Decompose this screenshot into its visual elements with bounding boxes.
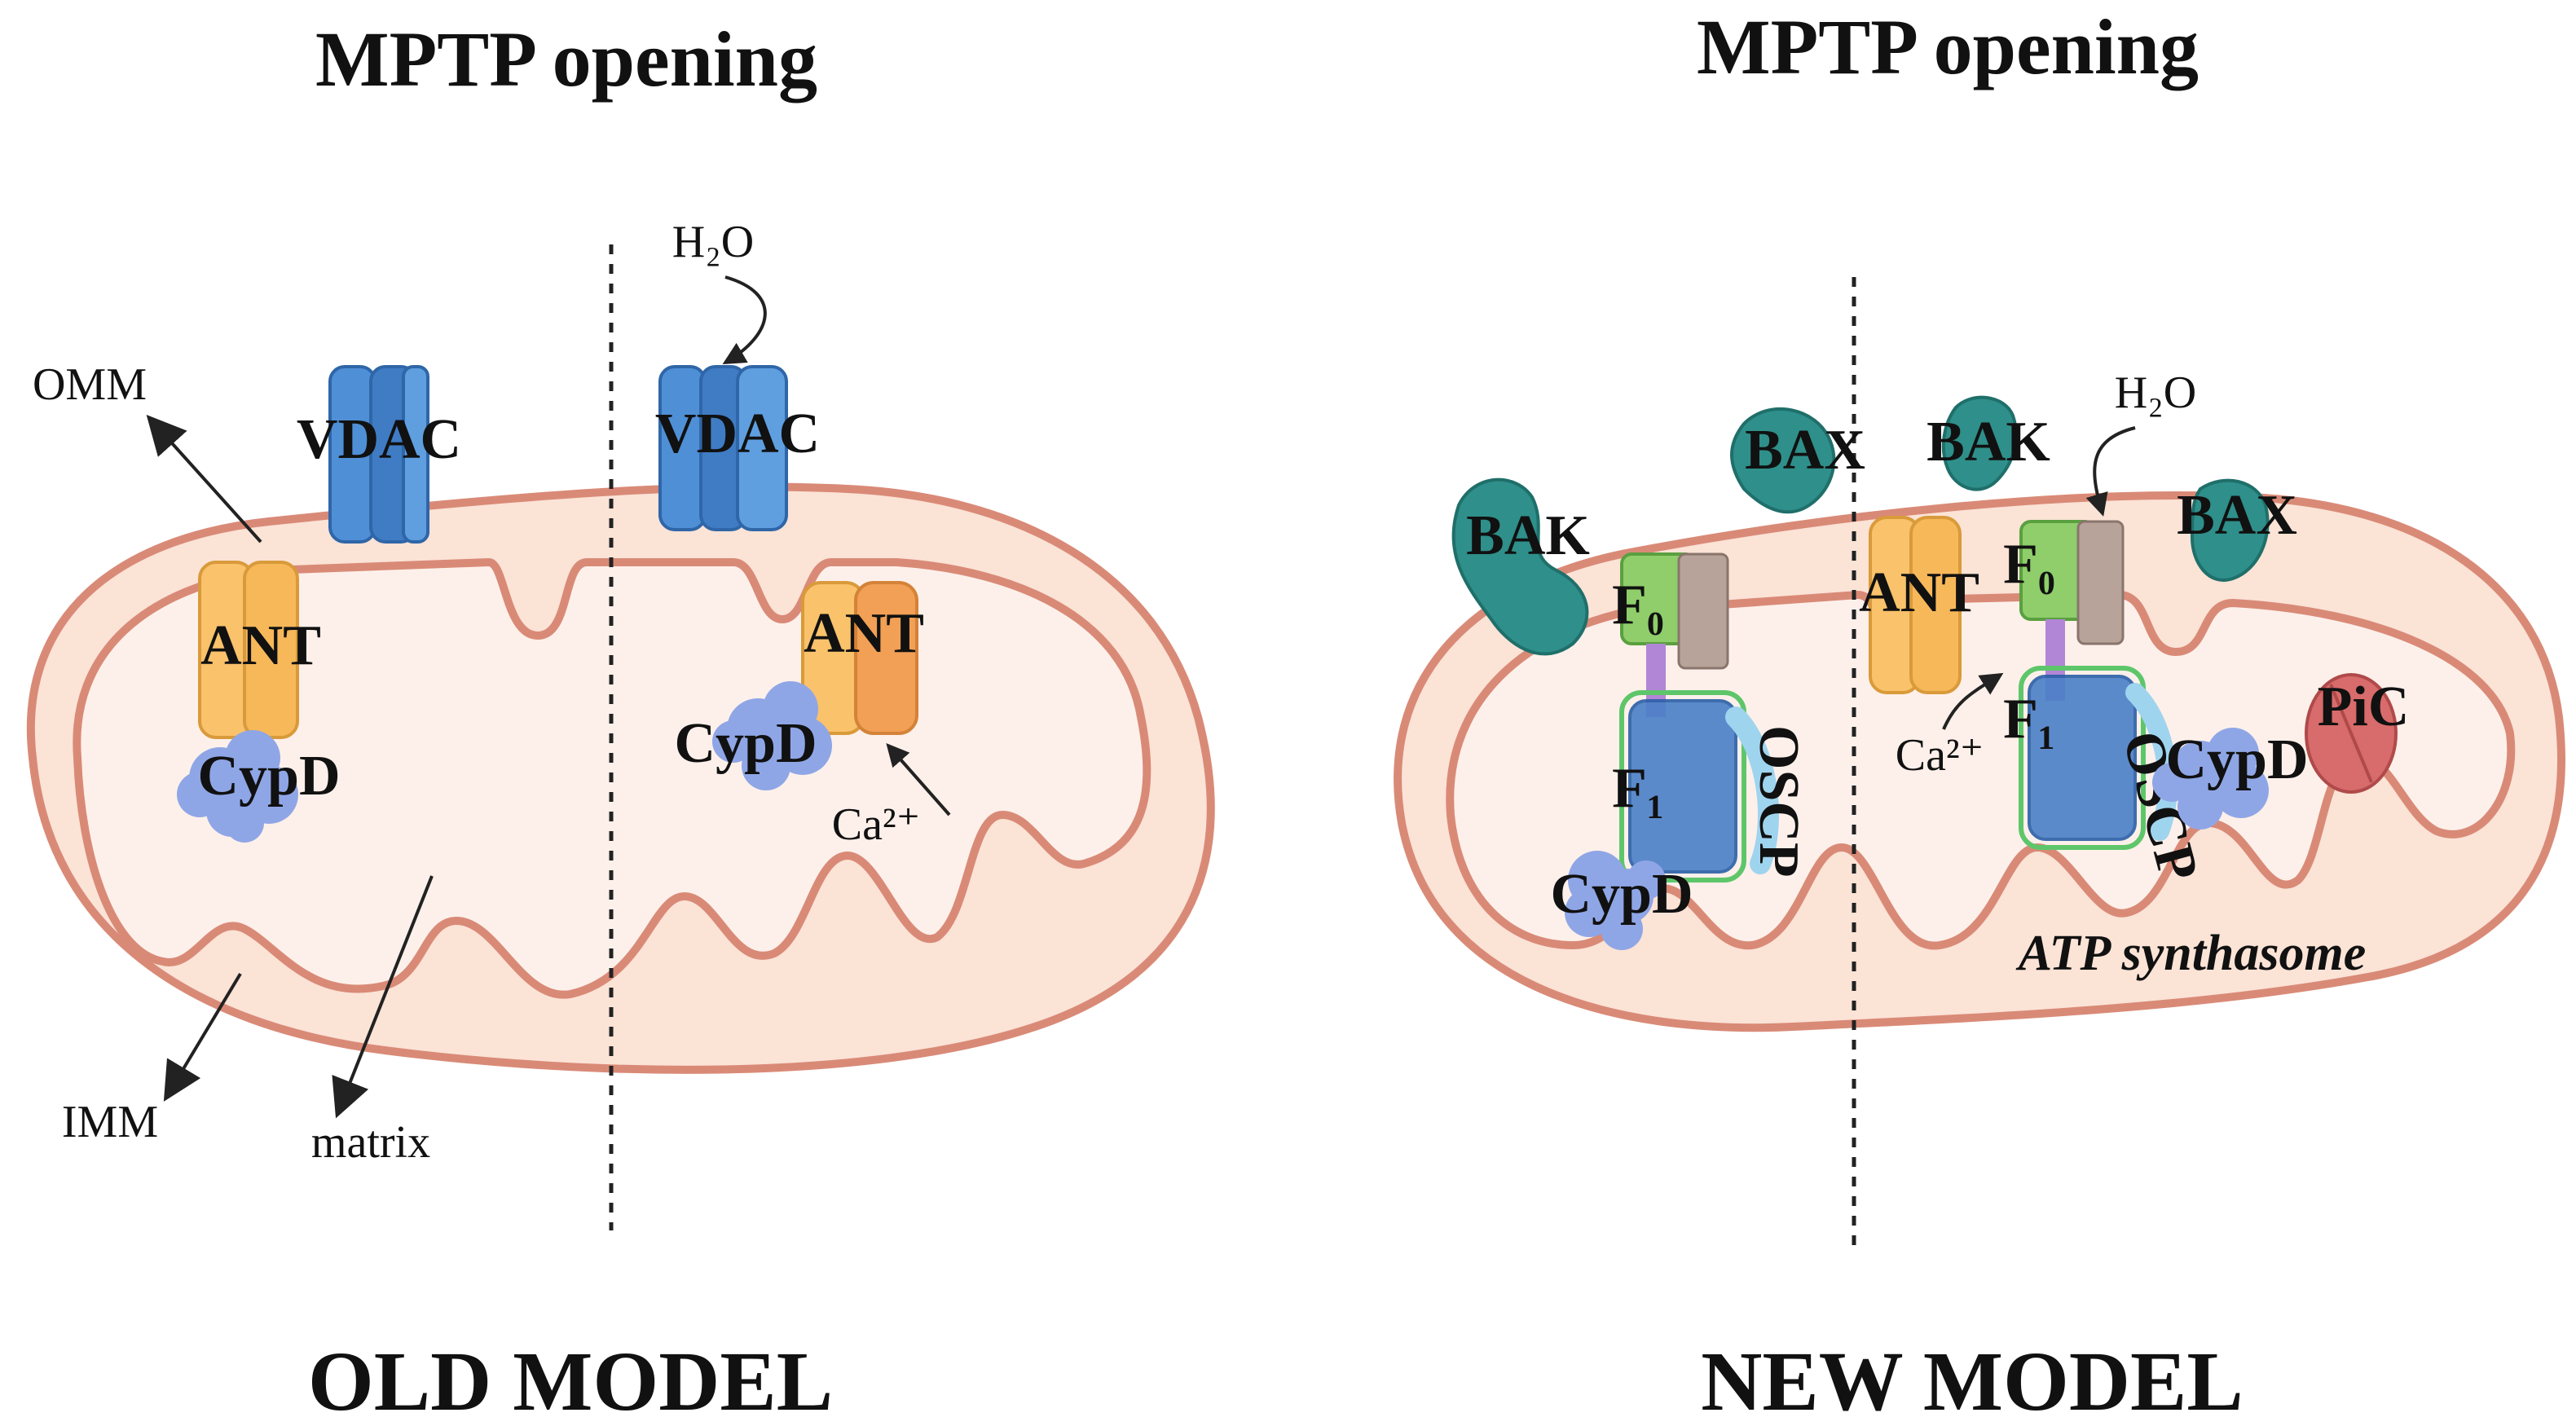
cypd-new-right-label: CypD — [2165, 728, 2308, 791]
new-model-title: MPTP opening — [1697, 3, 2199, 90]
ant-left-label: ANT — [200, 614, 321, 677]
omm-label: OMM — [33, 359, 147, 410]
ant-new-label: ANT — [1859, 561, 1979, 624]
cypd-protein-icon — [177, 730, 298, 843]
atp-synthase-icon — [1619, 552, 1779, 882]
old-model-footer: OLD MODEL — [308, 1335, 833, 1426]
water-arrow-old — [722, 275, 767, 365]
new-model-footer: NEW MODEL — [1701, 1335, 2244, 1426]
cypd-protein-icon — [2152, 728, 2269, 830]
ant-transporter-icon — [1869, 516, 1962, 694]
calcium-arrow-new — [1942, 672, 2004, 730]
cypd-protein-icon — [1565, 851, 1666, 950]
bax-right-label: BAX — [2177, 484, 2297, 547]
matrix-arrow — [332, 875, 434, 1119]
calcium-label-new: Ca²⁺ — [1896, 730, 1984, 781]
f1-left-label: F₁ — [1612, 757, 1664, 820]
old-model-panel: MPTP opening VDAC VDAC ANT — [26, 15, 1215, 1426]
bak-protein-icon — [1941, 395, 2018, 491]
f0-right-label: F₀ — [2003, 533, 2055, 596]
bax-protein-icon — [2190, 478, 2270, 582]
matrix-label: matrix — [311, 1117, 430, 1168]
cypd-protein-icon — [712, 681, 832, 790]
cypd-new-left-label: CypD — [1550, 863, 1693, 926]
vdac-right-label: VDAC — [655, 403, 820, 465]
water-arrow-new — [2085, 426, 2136, 517]
vdac-channel-icon — [658, 365, 788, 531]
calcium-label-old: Ca²⁺ — [832, 799, 921, 850]
vdac-channel-icon — [328, 365, 429, 544]
ant-transporter-icon — [198, 561, 299, 739]
bax-protein-icon — [1730, 407, 1836, 514]
new-model-panel: MPTP opening BAK BAX BAK BAX ANT — [1394, 3, 2565, 1426]
cypd-right-label: CypD — [674, 712, 817, 775]
omm-arrow — [146, 415, 262, 544]
cypd-left-label: CypD — [197, 745, 340, 808]
vdac-left-label: VDAC — [297, 408, 461, 471]
imm-label: IMM — [62, 1097, 158, 1147]
water-label-old: H₂O — [672, 217, 754, 267]
ant-transporter-icon — [801, 581, 918, 735]
ant-right-label: ANT — [804, 602, 924, 665]
bak-left-label: BAK — [1466, 504, 1590, 567]
atp-synthase-icon — [2019, 520, 2177, 850]
imm-arrow — [163, 972, 242, 1102]
f0-left-label: F₀ — [1612, 574, 1664, 636]
calcium-arrow-old — [886, 743, 951, 816]
atp-synthasome-label: ATP synthasome — [2015, 926, 2367, 981]
oscp-left-label: OSCP — [1747, 725, 1810, 878]
pic-label: PiC — [2318, 676, 2410, 738]
water-label-new: H₂O — [2115, 368, 2196, 418]
bak-right-label: BAK — [1926, 411, 2050, 473]
bak-protein-icon — [1451, 478, 1589, 656]
f1-right-label: F₁ — [2003, 688, 2055, 750]
bax-left-label: BAX — [1745, 419, 1865, 482]
old-model-title: MPTP opening — [315, 15, 817, 103]
pic-carrier-icon — [2305, 673, 2398, 794]
